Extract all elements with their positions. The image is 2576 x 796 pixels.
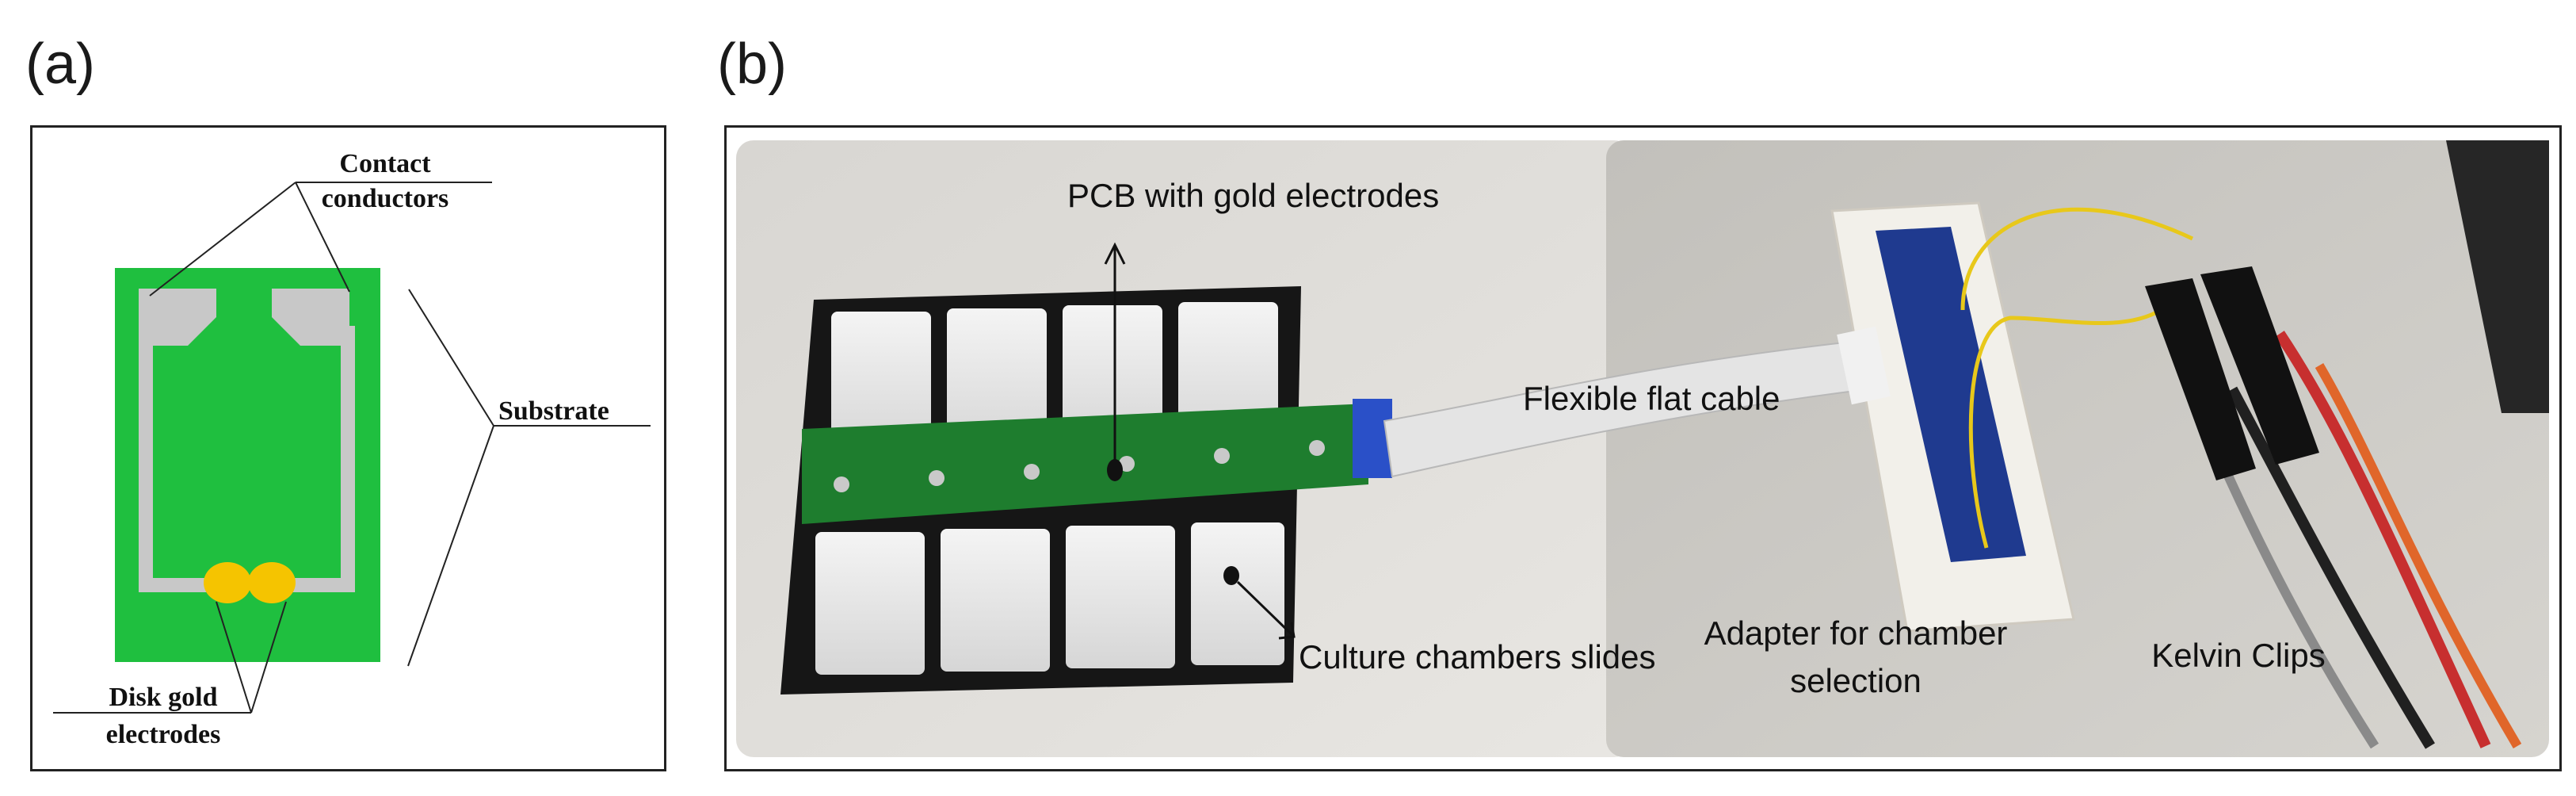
photo-background-right bbox=[1606, 140, 2549, 757]
chamber-arrow-head bbox=[1278, 622, 1296, 640]
adapter-label-2: selection bbox=[1790, 662, 1922, 699]
chambers-label: Culture chambers slides bbox=[1299, 638, 1656, 675]
pcb-marker bbox=[1107, 459, 1123, 481]
contact-conductors-label-2: conductors bbox=[322, 184, 449, 213]
left-contact-pad bbox=[139, 289, 216, 346]
adapter-label-1: Adapter for chamber bbox=[1704, 614, 2008, 652]
gold-electrode-right bbox=[248, 562, 296, 603]
disk-gold-label-2: electrodes bbox=[106, 720, 221, 749]
pcb-label: PCB with gold electrodes bbox=[1067, 177, 1439, 214]
panel-b-frame: PCB with gold electrodes Flexible flat c… bbox=[724, 125, 2562, 771]
substrate-label: Substrate bbox=[498, 396, 609, 426]
pcb-board bbox=[802, 404, 1368, 524]
gold-electrode-left bbox=[204, 562, 251, 603]
panel-b-label: (b) bbox=[717, 33, 787, 96]
black-cable bbox=[2227, 386, 2435, 749]
yellow-wire-1 bbox=[1960, 207, 2194, 311]
pcb-connector bbox=[1353, 399, 1392, 478]
kelvin-clips bbox=[2145, 266, 2319, 480]
pcb-arrow-head bbox=[1104, 242, 1126, 265]
right-conductor-trace bbox=[270, 326, 355, 592]
chamber-arrow-line bbox=[1236, 580, 1294, 637]
cable-label: Flexible flat cable bbox=[1523, 380, 1780, 417]
adapter-connector bbox=[1837, 326, 1891, 405]
chambers-bottom-row bbox=[815, 522, 1284, 675]
orange-cable bbox=[2315, 362, 2522, 749]
chamber-marker bbox=[1223, 566, 1239, 585]
pcb-pads bbox=[834, 440, 1325, 492]
disk-gold-label-1: Disk gold bbox=[109, 683, 218, 712]
kelvin-label: Kelvin Clips bbox=[2151, 637, 2325, 674]
left-conductor-trace bbox=[139, 326, 221, 592]
red-cable bbox=[2275, 331, 2491, 748]
contact-conductors-label-1: Contact bbox=[339, 149, 431, 178]
setup-photo: PCB with gold electrodes Flexible flat c… bbox=[736, 140, 2549, 757]
right-contact-pad bbox=[272, 289, 349, 346]
panel-a-label: (a) bbox=[25, 33, 95, 96]
adapter-board bbox=[1876, 227, 2026, 562]
panel-a-frame: Contact conductors Substrate Disk gold e… bbox=[30, 125, 666, 771]
yellow-wire-2 bbox=[1968, 308, 2162, 549]
monitor-corner bbox=[2446, 140, 2549, 413]
electrode-schematic: Contact conductors Substrate Disk gold e… bbox=[53, 149, 651, 749]
chambers-top-row bbox=[831, 302, 1278, 454]
